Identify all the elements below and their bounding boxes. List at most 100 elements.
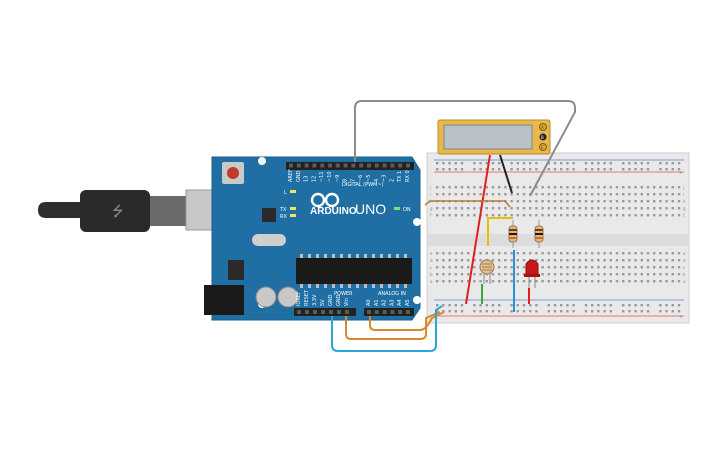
- rail-hole[interactable]: [522, 310, 526, 313]
- breadboard-hole[interactable]: [535, 193, 538, 196]
- breadboard-hole[interactable]: [609, 266, 612, 269]
- digital-pin-hole[interactable]: [335, 163, 340, 168]
- rail-hole[interactable]: [553, 310, 557, 313]
- breadboard-hole[interactable]: [634, 280, 637, 283]
- rail-hole[interactable]: [547, 162, 550, 165]
- breadboard-hole[interactable]: [454, 266, 457, 269]
- power-pin-hole[interactable]: [313, 310, 317, 314]
- breadboard-hole[interactable]: [609, 186, 612, 189]
- breadboard-hole[interactable]: [504, 259, 507, 262]
- breadboard-hole[interactable]: [578, 200, 581, 203]
- breadboard-hole[interactable]: [591, 280, 594, 283]
- breadboard-hole[interactable]: [677, 280, 681, 283]
- rail-hole[interactable]: [634, 310, 637, 313]
- rail-hole[interactable]: [603, 162, 606, 165]
- breadboard-hole[interactable]: [671, 259, 674, 262]
- resistor-1[interactable]: [508, 220, 518, 248]
- rail-hole[interactable]: [479, 304, 482, 307]
- breadboard-hole[interactable]: [436, 207, 439, 210]
- power-pin-hole[interactable]: [305, 310, 309, 314]
- breadboard-hole[interactable]: [597, 259, 600, 262]
- breadboard-hole[interactable]: [448, 207, 451, 210]
- breadboard-hole[interactable]: [584, 207, 588, 210]
- breadboard-hole[interactable]: [665, 273, 668, 276]
- rail-hole[interactable]: [473, 168, 476, 171]
- breadboard-hole[interactable]: [560, 214, 563, 217]
- breadboard-hole[interactable]: [485, 193, 488, 196]
- breadboard-hole[interactable]: [646, 280, 650, 283]
- rail-hole[interactable]: [597, 304, 600, 307]
- breadboard-hole[interactable]: [485, 252, 488, 255]
- rail-hole[interactable]: [460, 310, 464, 313]
- breadboard-hole[interactable]: [677, 266, 681, 269]
- rail-hole[interactable]: [634, 168, 637, 171]
- breadboard-hole[interactable]: [597, 266, 600, 269]
- rail-hole[interactable]: [566, 168, 569, 171]
- rail-hole[interactable]: [479, 168, 482, 171]
- rail-hole[interactable]: [510, 168, 513, 171]
- breadboard-hole[interactable]: [491, 186, 495, 189]
- breadboard-hole[interactable]: [622, 214, 625, 217]
- breadboard-hole[interactable]: [479, 280, 482, 283]
- analog-pin-hole[interactable]: [398, 310, 403, 314]
- breadboard-hole[interactable]: [560, 186, 563, 189]
- breadboard-hole[interactable]: [659, 214, 662, 217]
- rail-hole[interactable]: [553, 168, 557, 171]
- breadboard-hole[interactable]: [622, 266, 625, 269]
- breadboard-hole[interactable]: [473, 273, 476, 276]
- breadboard-hole[interactable]: [547, 252, 550, 255]
- lcd-pin[interactable]: [539, 133, 547, 141]
- breadboard-hole[interactable]: [634, 266, 637, 269]
- breadboard-hole[interactable]: [566, 273, 569, 276]
- breadboard-hole[interactable]: [442, 252, 445, 255]
- breadboard-hole[interactable]: [516, 259, 519, 262]
- breadboard-hole[interactable]: [622, 259, 625, 262]
- breadboard-hole[interactable]: [609, 273, 612, 276]
- breadboard-hole[interactable]: [491, 214, 495, 217]
- rail-hole[interactable]: [547, 310, 550, 313]
- breadboard-hole[interactable]: [603, 186, 606, 189]
- breadboard-hole[interactable]: [603, 214, 606, 217]
- rail-hole[interactable]: [535, 162, 538, 165]
- breadboard-hole[interactable]: [566, 266, 569, 269]
- breadboard-hole[interactable]: [516, 193, 519, 196]
- rail-hole[interactable]: [553, 162, 557, 165]
- breadboard-hole[interactable]: [454, 207, 457, 210]
- breadboard-hole[interactable]: [485, 214, 488, 217]
- breadboard-hole[interactable]: [529, 200, 532, 203]
- rail-hole[interactable]: [677, 162, 681, 165]
- rail-hole[interactable]: [646, 168, 650, 171]
- breadboard-hole[interactable]: [442, 259, 445, 262]
- breadboard-hole[interactable]: [541, 193, 544, 196]
- breadboard-hole[interactable]: [597, 280, 600, 283]
- rail-hole[interactable]: [597, 162, 600, 165]
- rail-hole[interactable]: [529, 162, 532, 165]
- breadboard-hole[interactable]: [547, 273, 550, 276]
- rail-hole[interactable]: [460, 162, 464, 165]
- breadboard-hole[interactable]: [609, 207, 612, 210]
- breadboard-hole[interactable]: [448, 214, 451, 217]
- breadboard-hole[interactable]: [560, 200, 563, 203]
- rail-hole[interactable]: [485, 304, 488, 307]
- rail-hole[interactable]: [640, 162, 643, 165]
- breadboard-hole[interactable]: [628, 273, 631, 276]
- breadboard-hole[interactable]: [535, 207, 538, 210]
- breadboard-hole[interactable]: [541, 252, 544, 255]
- breadboard-hole[interactable]: [473, 280, 476, 283]
- breadboard-hole[interactable]: [634, 273, 637, 276]
- lcd-module[interactable]: A B C: [437, 119, 551, 155]
- breadboard-hole[interactable]: [603, 193, 606, 196]
- rail-hole[interactable]: [491, 304, 495, 307]
- rail-hole[interactable]: [473, 310, 476, 313]
- breadboard-hole[interactable]: [597, 214, 600, 217]
- digital-pin-hole[interactable]: [304, 163, 309, 168]
- breadboard-hole[interactable]: [622, 280, 625, 283]
- rail-hole[interactable]: [677, 310, 681, 313]
- breadboard-hole[interactable]: [671, 280, 674, 283]
- breadboard-hole[interactable]: [566, 186, 569, 189]
- rail-hole[interactable]: [535, 168, 538, 171]
- breadboard-hole[interactable]: [597, 273, 600, 276]
- breadboard-hole[interactable]: [442, 214, 445, 217]
